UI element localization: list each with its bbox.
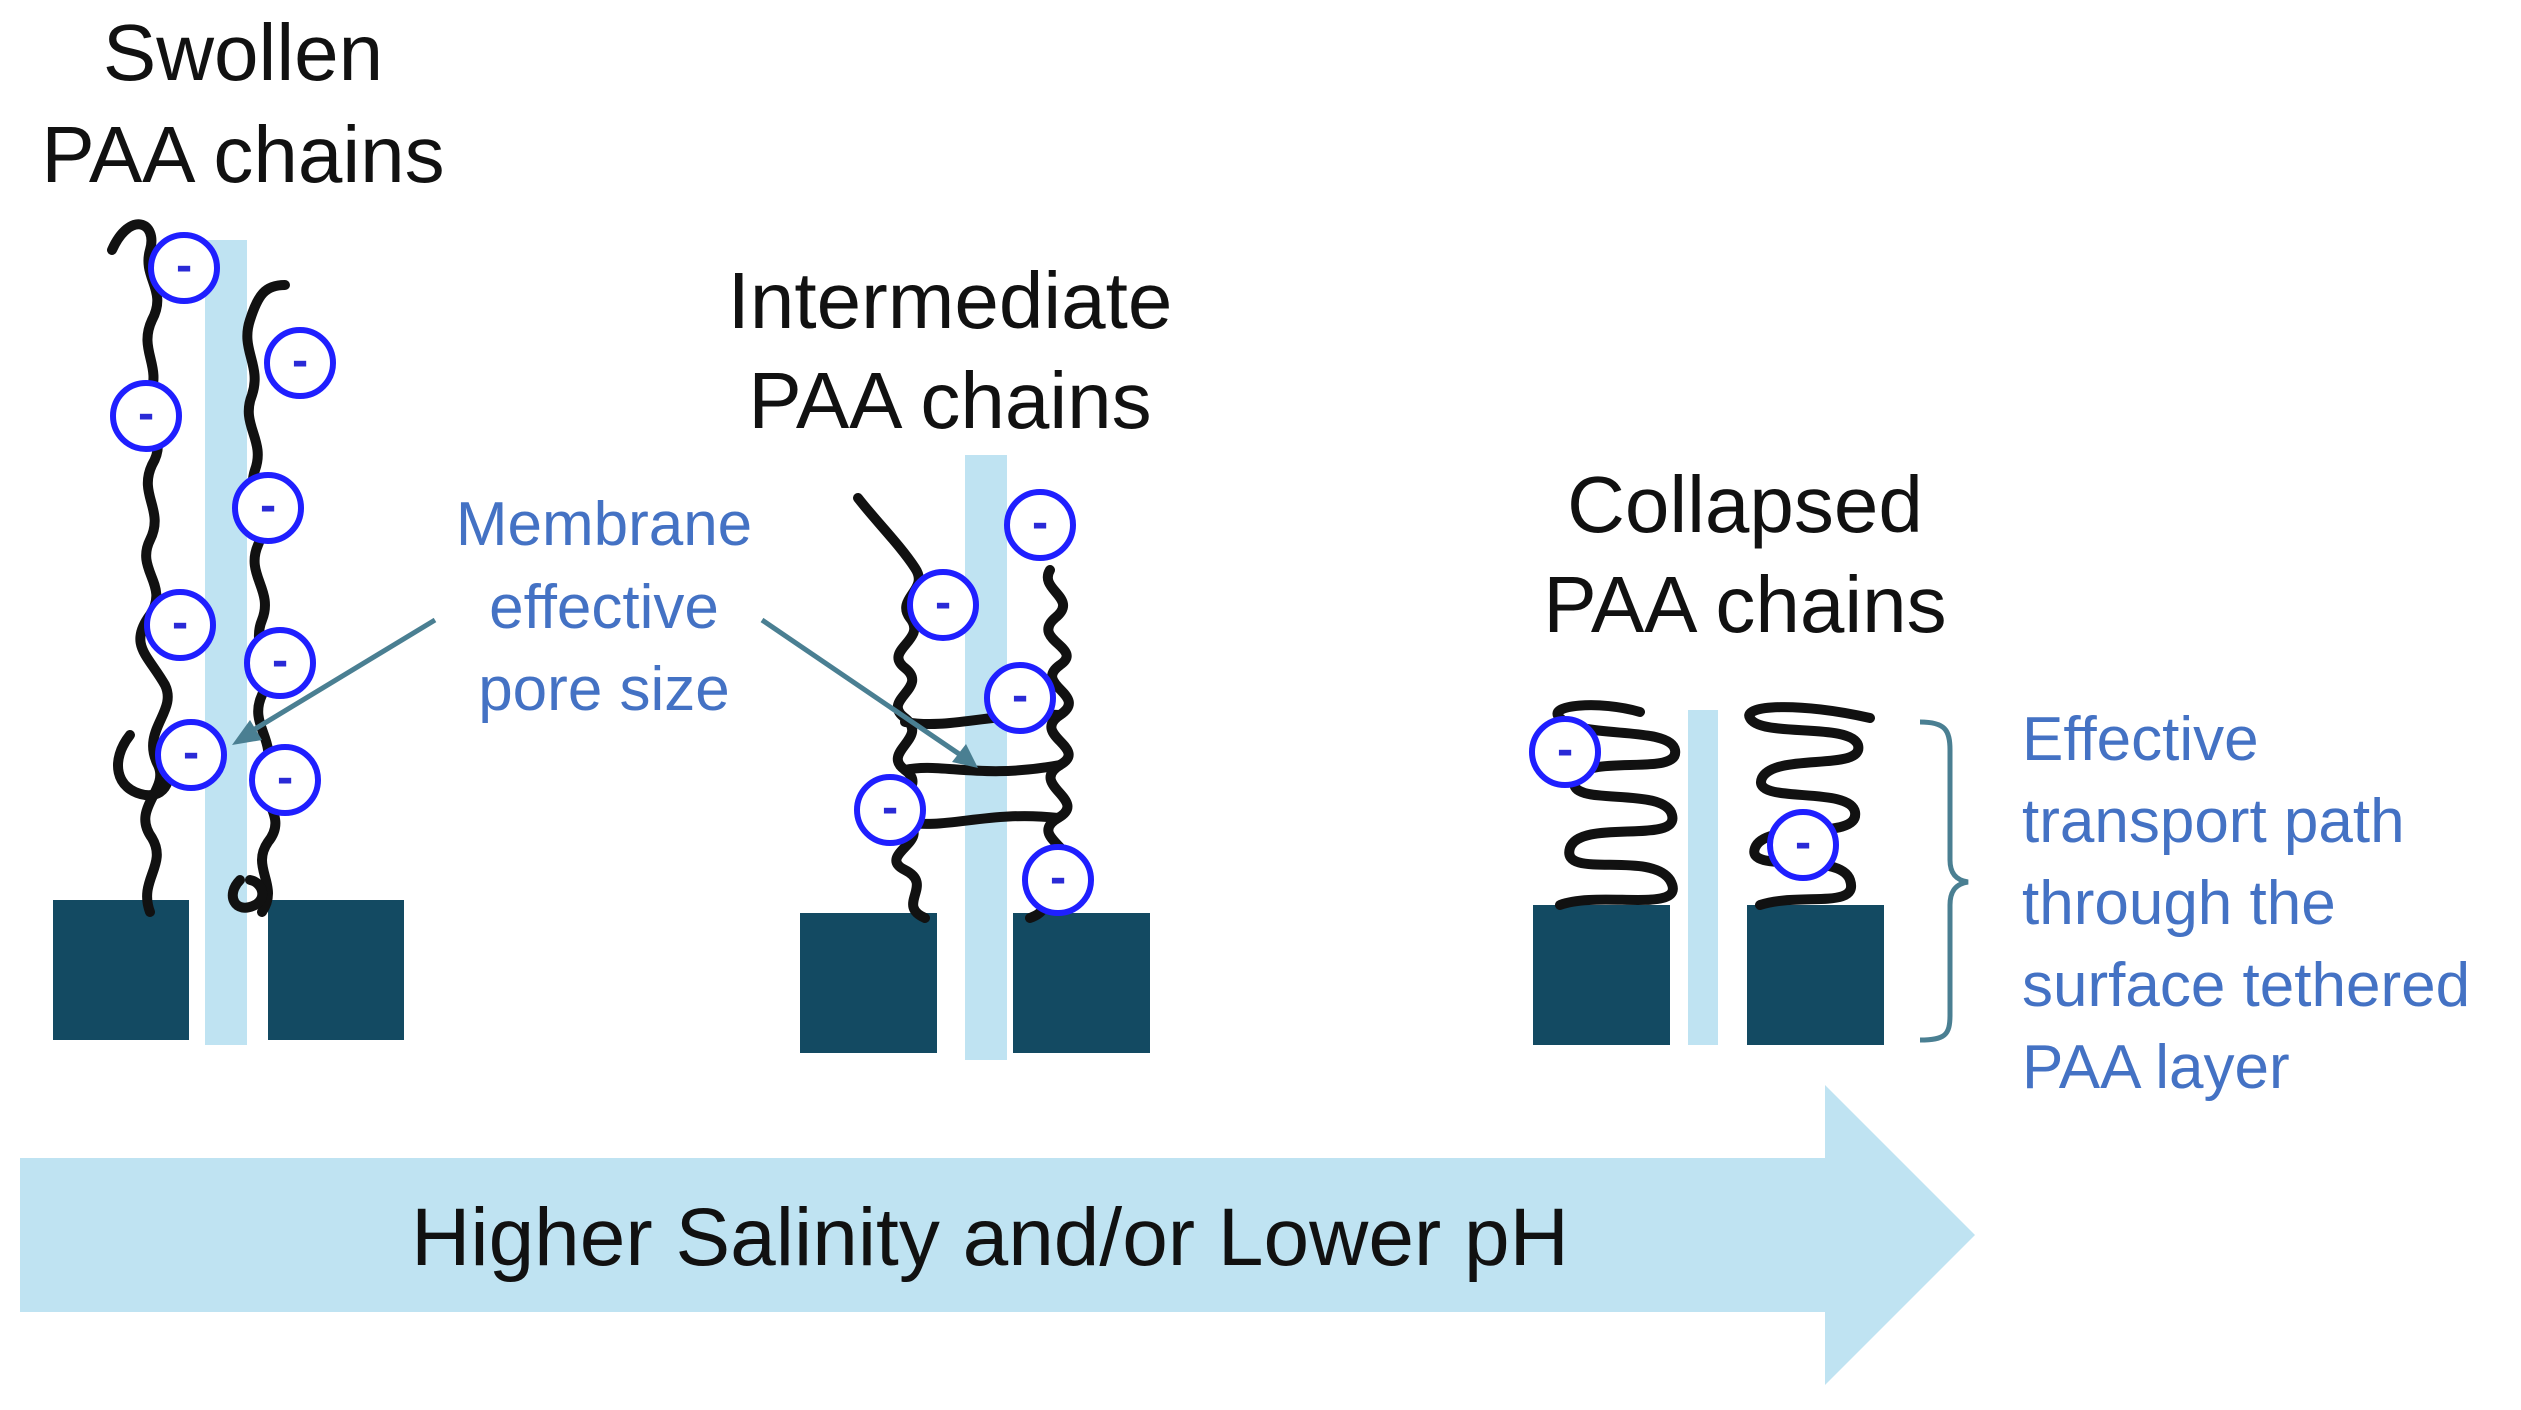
charge-marker: - [144,589,216,661]
intermediate-substrate-right [1013,913,1150,1053]
svg-text:-: - [260,484,277,530]
pore-pointer-right [760,617,967,761]
charge-marker: - [854,774,926,846]
transport-note-line1: Effective [2022,705,2259,774]
svg-text:-: - [172,601,189,647]
svg-text:-: - [183,731,200,777]
collapsed-chain-right [1744,702,1875,910]
charge-marker: - [264,327,336,399]
charge-marker: - [249,744,321,816]
svg-text:-: - [935,581,952,627]
arrow-label: Higher Salinity and/or Lower pH [411,1192,1569,1283]
charge-marker: - [232,472,304,544]
transport-note-line4: surface tethered [2022,951,2470,1020]
charge-marker: - [148,232,220,304]
charge-marker: - [244,627,316,699]
charge-marker: - [907,569,979,641]
svg-text:-: - [1012,674,1029,720]
charge-markers: - - - - - - - - - - - - - - - [110,232,1839,916]
intermediate-substrate-left [800,913,937,1053]
svg-text:-: - [1050,856,1067,902]
swollen-substrate-right [268,900,404,1040]
charge-marker: - [1022,844,1094,916]
charge-marker: - [1529,716,1601,788]
collapsed-label-line1: Collapsed [1567,460,1923,549]
charge-marker: - [984,662,1056,734]
intermediate-label-line2: PAA chains [748,356,1151,445]
transport-note-line2: transport path [2022,787,2405,856]
swollen-chain-loop2 [227,875,268,913]
swollen-group [53,219,404,1045]
svg-text:-: - [176,244,193,290]
svg-text:-: - [292,339,309,385]
pore-pointer-right-head [952,744,978,768]
collapsed-label-line2: PAA chains [1543,560,1946,649]
svg-text:-: - [1795,821,1812,867]
pore-pointer-left-head [232,720,262,745]
intermediate-label-line1: Intermediate [728,256,1173,345]
transport-note-line3: through the [2022,869,2336,938]
charge-marker: - [155,719,227,791]
svg-text:-: - [1032,501,1049,547]
svg-text:-: - [138,392,155,438]
swollen-chain-left [107,219,173,917]
pore-pointer-left [243,617,437,738]
svg-text:-: - [1557,728,1574,774]
pore-note-line3: pore size [478,655,730,724]
charge-marker: - [1004,489,1076,561]
collapsed-pore [1688,710,1718,1045]
swollen-substrate-left [53,900,189,1040]
svg-text:-: - [882,786,899,832]
direction-arrow [20,1085,1975,1385]
swollen-label-line2: PAA chains [41,110,444,199]
intermediate-group [800,455,1150,1060]
charge-marker: - [110,380,182,452]
pore-note-line2: effective [489,573,719,642]
svg-text:-: - [277,756,294,802]
collapsed-substrate-right [1747,905,1884,1045]
charge-marker: - [1767,809,1839,881]
transport-note-line5: PAA layer [2022,1033,2290,1102]
swollen-label-line1: Swollen [103,8,383,97]
collapsed-substrate-left [1533,905,1670,1045]
pore-note-line1: Membrane [456,490,752,559]
svg-text:-: - [272,639,289,685]
transport-bracket [1919,719,1969,1043]
